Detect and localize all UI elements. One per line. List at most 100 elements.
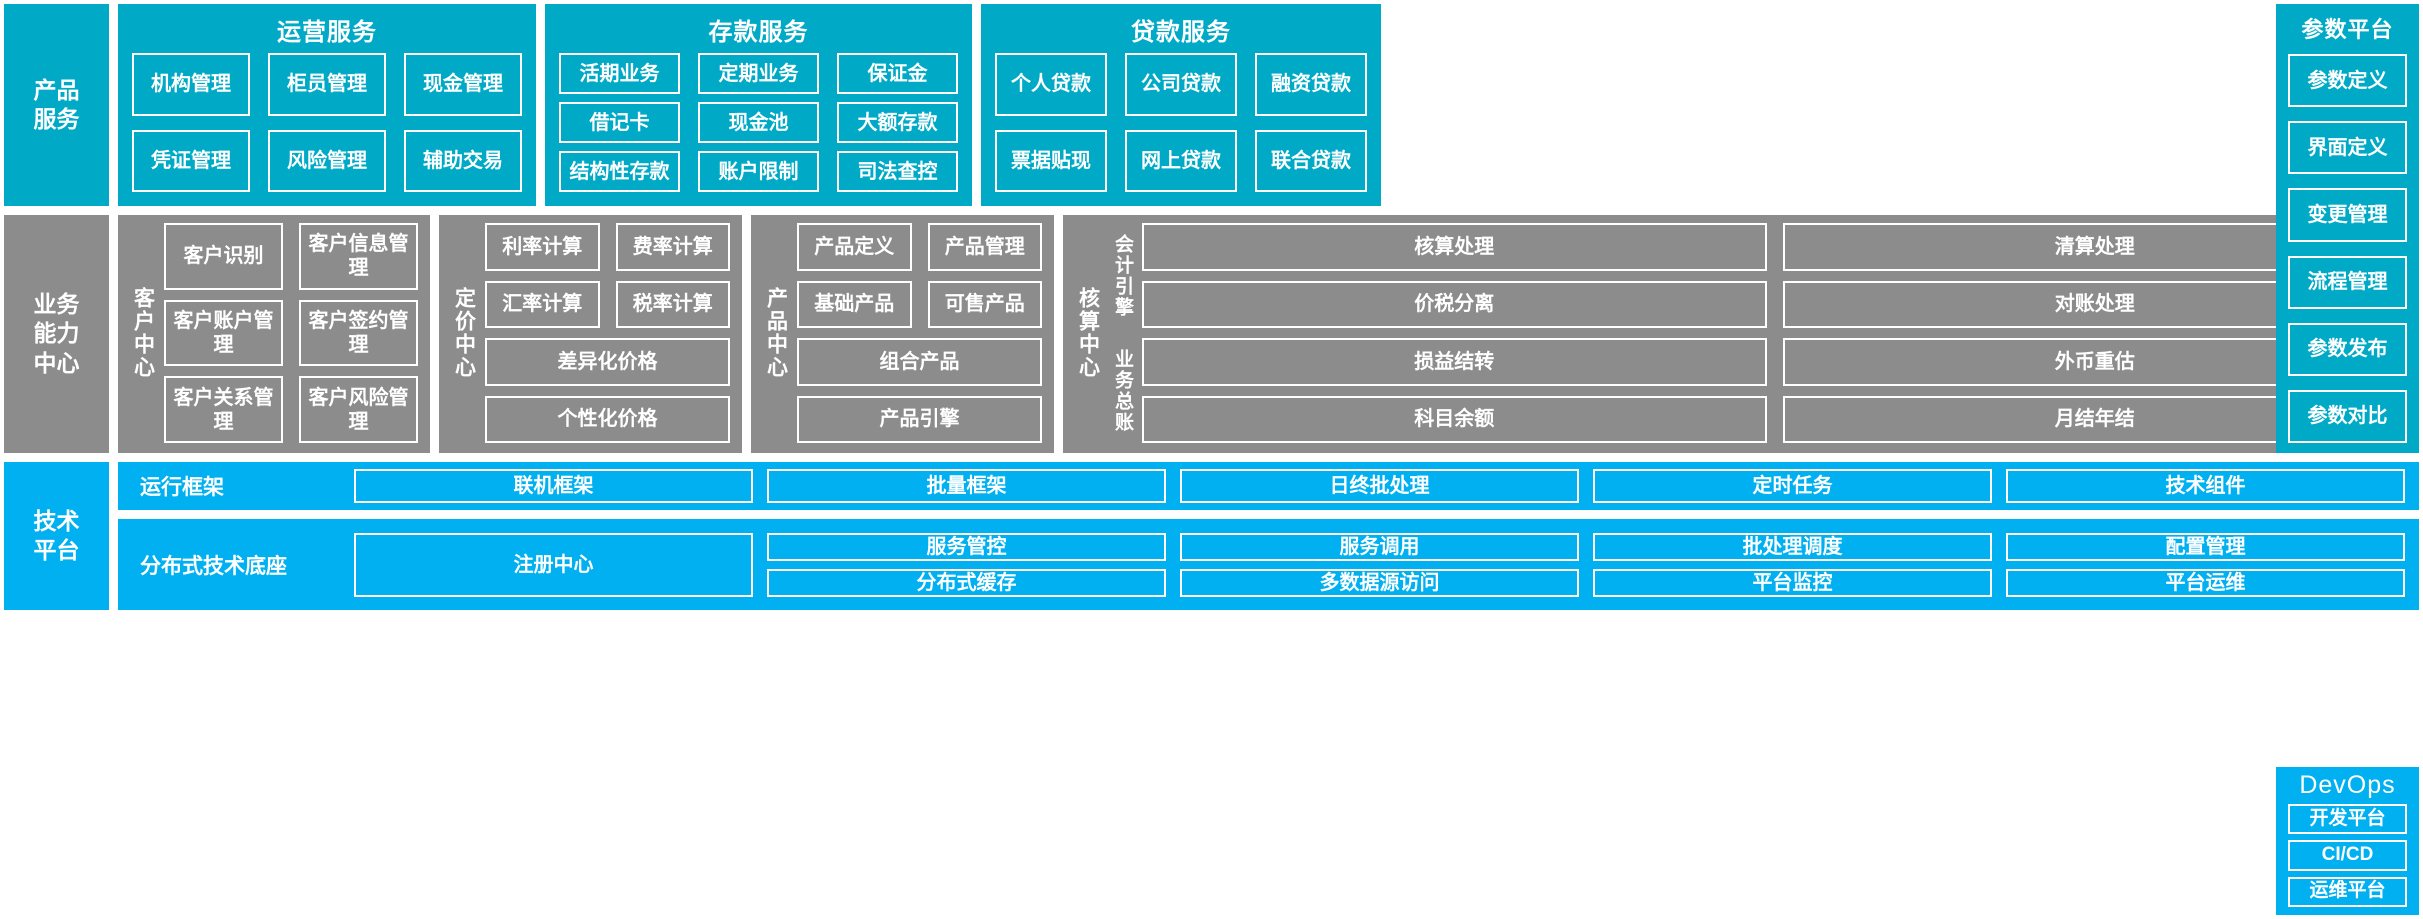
group-title-devops: DevOps: [2299, 771, 2396, 799]
deposit-services-grid: 活期业务 定期业务 保证金 借记卡 现金池 大额存款 结构性存款 账户限制 司法…: [559, 47, 958, 192]
vertical-label-general-ledger: 业务总账: [1112, 348, 1133, 433]
tech-box[interactable]: 技术组件: [2006, 469, 2405, 503]
devops-box[interactable]: 运维平台: [2288, 876, 2407, 907]
operation-services-grid: 机构管理 柜员管理 现金管理 凭证管理 风险管理 辅助交易: [132, 47, 522, 192]
capability-box[interactable]: 个性化价格: [485, 395, 730, 443]
tech-box[interactable]: 联机框架: [354, 469, 753, 503]
capability-box[interactable]: 组合产品: [797, 338, 1042, 386]
capability-box[interactable]: 价税分离: [1142, 280, 1767, 328]
runtime-framework-title: 运行框架: [140, 476, 224, 499]
customer-center-grid: 客户识别 客户信息管理 客户账户管理 客户签约管理 客户关系管理 客户风险管理: [164, 223, 418, 443]
service-box[interactable]: 活期业务: [559, 53, 680, 94]
group-customer-center: 客户中心 客户识别 客户信息管理 客户账户管理 客户签约管理 客户关系管理 客户…: [118, 215, 430, 453]
service-box[interactable]: 凭证管理: [132, 129, 250, 192]
service-box[interactable]: 网上贷款: [1125, 129, 1237, 192]
tech-box[interactable]: 服务调用: [1180, 532, 1579, 561]
service-box[interactable]: 公司贷款: [1125, 53, 1237, 116]
tech-box[interactable]: 定时任务: [1593, 469, 1992, 503]
capability-box[interactable]: 税率计算: [615, 280, 730, 328]
service-box[interactable]: 个人贷款: [995, 53, 1107, 116]
capability-box[interactable]: 客户关系管理: [164, 376, 283, 443]
service-box[interactable]: 机构管理: [132, 53, 250, 116]
service-box[interactable]: 结构性存款: [559, 151, 680, 192]
vertical-label-product-center: 产品中心: [764, 287, 788, 379]
capability-box[interactable]: 客户信息管理: [299, 223, 418, 290]
tech-box[interactable]: 多数据源访问: [1180, 568, 1579, 597]
service-box[interactable]: 司法查控: [837, 151, 958, 192]
capability-box[interactable]: 客户识别: [164, 223, 283, 290]
tech-box[interactable]: 服务管控: [767, 532, 1166, 561]
technical-platform-stack: 运行框架 联机框架 批量框架 日终批处理 定时任务 技术组件 分布式技术底座 注…: [118, 462, 2419, 610]
parameter-box[interactable]: 参数发布: [2288, 322, 2407, 376]
distributed-base-row: 分布式技术底座 注册中心 服务管控 分布式缓存 服务调用 多数据源访问 批处理调…: [118, 519, 2419, 610]
parameter-box[interactable]: 变更管理: [2288, 188, 2407, 242]
service-box[interactable]: 风险管理: [268, 129, 386, 192]
tech-box[interactable]: 批处理调度: [1593, 532, 1992, 561]
group-loan-services: 贷款服务 个人贷款 公司贷款 融资贷款 票据贴现 网上贷款 联合贷款: [981, 4, 1381, 206]
capability-box[interactable]: 核算处理: [1142, 223, 1767, 271]
capability-box[interactable]: 产品管理: [927, 223, 1042, 271]
distributed-base-column: 服务调用 多数据源访问: [1180, 532, 1579, 597]
capability-box[interactable]: 科目余额: [1142, 395, 1767, 443]
capability-box[interactable]: 产品引擎: [797, 395, 1042, 443]
parameter-box[interactable]: 参数定义: [2288, 54, 2407, 108]
tech-box[interactable]: 平台监控: [1593, 568, 1992, 597]
row-label-technical-platform: 技术 平台: [4, 462, 109, 610]
capability-box[interactable]: 客户账户管理: [164, 299, 283, 367]
devops-box[interactable]: 开发平台: [2288, 804, 2407, 835]
service-box[interactable]: 融资贷款: [1255, 53, 1367, 116]
tech-box[interactable]: 平台运维: [2006, 568, 2405, 597]
row-label-product-service: 产品 服务: [4, 4, 109, 206]
tech-box[interactable]: 分布式缓存: [767, 568, 1166, 597]
tech-box[interactable]: 日终批处理: [1180, 469, 1579, 503]
tech-box[interactable]: 批量框架: [767, 469, 1166, 503]
parameter-box[interactable]: 参数对比: [2288, 389, 2407, 443]
pricing-center-grid: 利率计算 费率计算 汇率计算 税率计算 差异化价格 个性化价格: [485, 223, 730, 443]
distributed-base-column: 批处理调度 平台监控: [1593, 532, 1992, 597]
capability-box[interactable]: 客户风险管理: [299, 376, 418, 443]
capability-box[interactable]: 产品定义: [797, 223, 912, 271]
capability-box[interactable]: 差异化价格: [485, 338, 730, 386]
capability-box[interactable]: 可售产品: [927, 280, 1042, 328]
distributed-base-column: 配置管理 平台运维: [2006, 532, 2405, 597]
service-box[interactable]: 保证金: [837, 53, 958, 94]
service-box[interactable]: 定期业务: [698, 53, 819, 94]
service-box[interactable]: 账户限制: [698, 151, 819, 192]
capability-box[interactable]: 费率计算: [615, 223, 730, 271]
product-center-grid: 产品定义 产品管理 基础产品 可售产品 组合产品 产品引擎: [797, 223, 1042, 443]
parameter-box[interactable]: 流程管理: [2288, 255, 2407, 309]
group-title-deposit-services: 存款服务: [708, 19, 809, 46]
group-operation-services: 运营服务 机构管理 柜员管理 现金管理 凭证管理 风险管理 辅助交易: [118, 4, 536, 206]
capability-box[interactable]: 汇率计算: [485, 280, 600, 328]
service-box[interactable]: 借记卡: [559, 102, 680, 143]
loan-services-grid: 个人贷款 公司贷款 融资贷款 票据贴现 网上贷款 联合贷款: [995, 47, 1367, 192]
vertical-label-accounting-engine: 会计引擎: [1112, 233, 1133, 318]
tech-box-register-center[interactable]: 注册中心: [354, 532, 753, 597]
tech-box[interactable]: 配置管理: [2006, 532, 2405, 561]
general-ledger-section: 业务总账 损益结转 外币重估 科目余额 月结年结: [1109, 338, 2407, 443]
service-box[interactable]: 现金池: [698, 102, 819, 143]
group-title-operation-services: 运营服务: [277, 19, 377, 46]
service-box[interactable]: 辅助交易: [404, 129, 522, 192]
vertical-label-customer-center: 客户中心: [131, 287, 155, 379]
service-box[interactable]: 柜员管理: [268, 53, 386, 116]
accounting-engine-grid: 核算处理 清算处理 价税分离 对账处理: [1142, 223, 2407, 328]
service-box[interactable]: 大额存款: [837, 102, 958, 143]
capability-box[interactable]: 基础产品: [797, 280, 912, 328]
accounting-center-body: 会计引擎 核算处理 清算处理 价税分离 对账处理 业务总账 损益结转 外币重估 …: [1109, 223, 2407, 443]
vertical-label-pricing-center: 定价中心: [452, 287, 476, 379]
capability-box[interactable]: 损益结转: [1142, 338, 1767, 386]
service-box[interactable]: 现金管理: [404, 53, 522, 116]
service-box[interactable]: 联合贷款: [1255, 129, 1367, 192]
capability-box[interactable]: 客户签约管理: [299, 299, 418, 367]
service-box[interactable]: 票据贴现: [995, 129, 1107, 192]
devops-list: 开发平台 CI/CD 运维平台: [2288, 804, 2407, 907]
parameter-platform-list: 参数定义 界面定义 变更管理 流程管理 参数发布 参数对比: [2288, 50, 2407, 443]
devops-box[interactable]: CI/CD: [2288, 840, 2407, 871]
group-accounting-center: 核算中心 会计引擎 核算处理 清算处理 价税分离 对账处理 业务总账 损益结转 …: [1063, 215, 2419, 453]
group-product-center: 产品中心 产品定义 产品管理 基础产品 可售产品 组合产品 产品引擎: [751, 215, 1054, 453]
capability-box[interactable]: 利率计算: [485, 223, 600, 271]
group-title-loan-services: 贷款服务: [1131, 19, 1231, 46]
parameter-box[interactable]: 界面定义: [2288, 121, 2407, 175]
